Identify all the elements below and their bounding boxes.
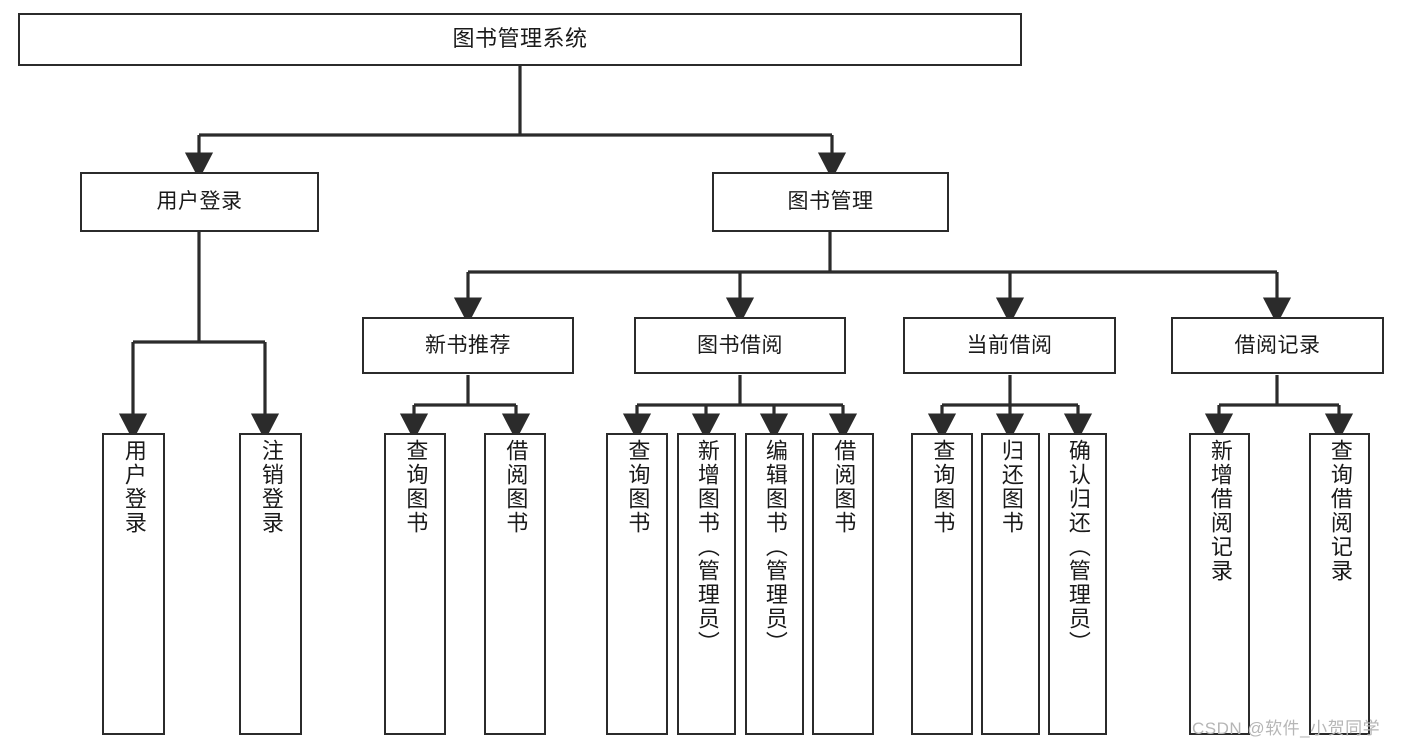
node-label: 图书管理 xyxy=(787,190,874,214)
node-label: 借阅图书 xyxy=(503,439,529,535)
leaf-borrow-query-book[interactable]: 查询图书 xyxy=(606,433,668,735)
node-label: 图书借阅 xyxy=(697,333,783,357)
leaf-user-login[interactable]: 用户登录 xyxy=(102,433,165,735)
node-borrow-record[interactable]: 借阅记录 xyxy=(1171,317,1384,374)
node-label: 查询图书 xyxy=(625,439,651,535)
node-label: 查询图书 xyxy=(403,439,429,535)
node-label: 归还图书 xyxy=(998,439,1024,535)
node-label: 新书推荐 xyxy=(425,333,511,357)
node-label: 新增借阅记录 xyxy=(1207,439,1233,583)
node-new-book-recommend[interactable]: 新书推荐 xyxy=(362,317,574,374)
node-label: 借阅图书 xyxy=(831,439,857,535)
node-label: 查询借阅记录 xyxy=(1327,439,1353,583)
leaf-borrow-add-book[interactable]: 新增图书（管理员） xyxy=(677,433,736,735)
leaf-current-return-book[interactable]: 归还图书 xyxy=(981,433,1040,735)
node-label: 确认归还（管理员） xyxy=(1065,439,1091,655)
node-label: 借阅记录 xyxy=(1234,333,1321,357)
leaf-record-add[interactable]: 新增借阅记录 xyxy=(1189,433,1250,735)
node-book-management[interactable]: 图书管理 xyxy=(712,172,949,232)
node-book-borrow[interactable]: 图书借阅 xyxy=(634,317,846,374)
leaf-new-book-query[interactable]: 查询图书 xyxy=(384,433,446,735)
leaf-borrow-borrow-book[interactable]: 借阅图书 xyxy=(812,433,874,735)
leaf-new-book-borrow[interactable]: 借阅图书 xyxy=(484,433,546,735)
node-label: 查询图书 xyxy=(930,439,956,535)
node-label: 当前借阅 xyxy=(966,333,1053,357)
node-label: 用户登录 xyxy=(121,439,147,535)
node-user-login[interactable]: 用户登录 xyxy=(80,172,319,232)
leaf-current-query-book[interactable]: 查询图书 xyxy=(911,433,973,735)
leaf-current-confirm-return[interactable]: 确认归还（管理员） xyxy=(1048,433,1107,735)
watermark: CSDN @软件_小贺同学 xyxy=(1192,719,1381,738)
node-label: 用户登录 xyxy=(156,190,243,214)
leaf-record-query[interactable]: 查询借阅记录 xyxy=(1309,433,1370,735)
node-label: 注销登录 xyxy=(258,439,284,535)
node-label: 编辑图书（管理员） xyxy=(762,439,788,655)
node-label: 新增图书（管理员） xyxy=(694,439,720,655)
node-current-borrow[interactable]: 当前借阅 xyxy=(903,317,1116,374)
node-root-system[interactable]: 图书管理系统 xyxy=(18,13,1022,66)
leaf-borrow-edit-book[interactable]: 编辑图书（管理员） xyxy=(745,433,804,735)
node-label: 图书管理系统 xyxy=(452,26,588,52)
leaf-user-logout[interactable]: 注销登录 xyxy=(239,433,302,735)
